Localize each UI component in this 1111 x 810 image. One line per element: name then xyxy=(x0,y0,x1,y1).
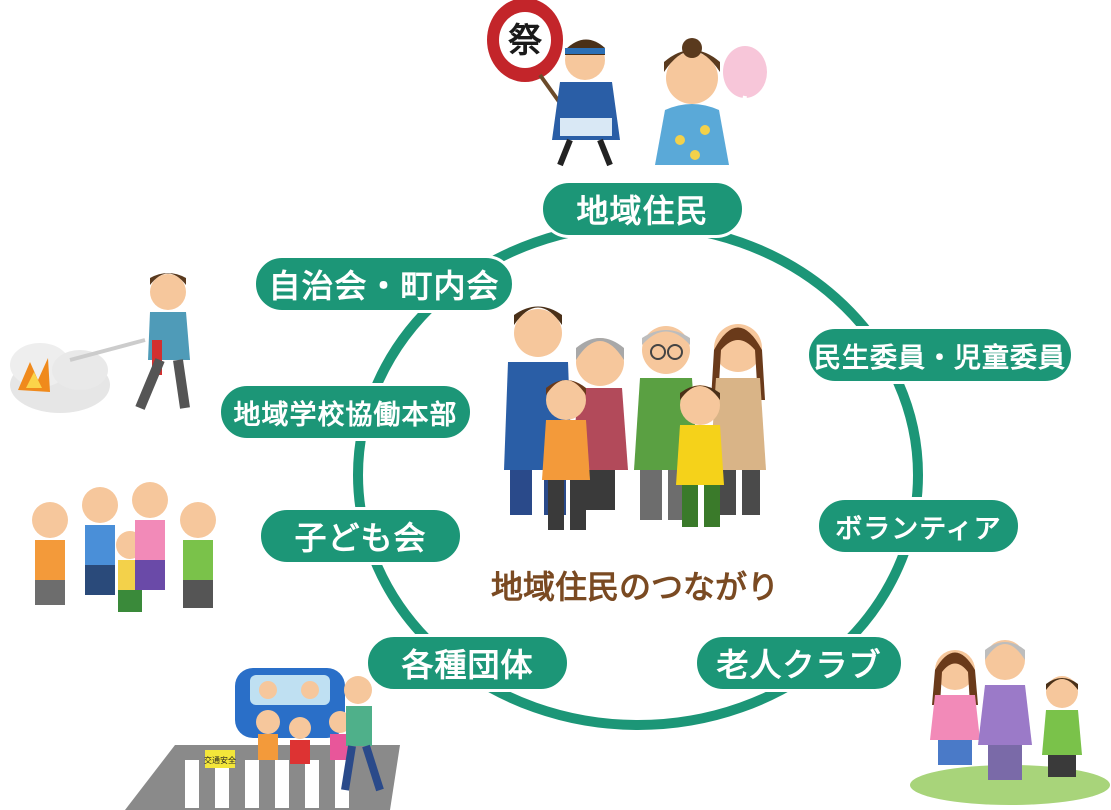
node-elderly-club: 老人クラブ xyxy=(694,634,904,692)
node-neighborhood-association: 自治会・町内会 xyxy=(253,255,515,313)
traffic-safety-illustration: 交通安全 xyxy=(125,668,400,810)
exercise-group-illustration xyxy=(32,482,216,612)
festival-fan-text: 祭 xyxy=(508,21,543,61)
node-welfare-commissioners: 民生委員・児童委員 xyxy=(806,326,1074,384)
cotton-candy-girl-illustration xyxy=(655,38,767,165)
node-children-association: 子ども会 xyxy=(258,507,463,565)
center-title: 地域住民のつながり xyxy=(490,568,779,606)
fire-drill-illustration xyxy=(10,273,190,413)
node-various-groups: 各種団体 xyxy=(365,634,570,692)
traffic-flag-text: 交通安全 xyxy=(204,755,236,765)
elderly-walk-illustration xyxy=(910,640,1110,805)
node-school-community-hq: 地域学校協働本部 xyxy=(218,383,473,441)
festival-boy-illustration: 祭 xyxy=(487,0,620,167)
family-illustration xyxy=(504,306,766,530)
node-volunteer: ボランティア xyxy=(816,497,1021,555)
node-residents: 地域住民 xyxy=(540,180,745,238)
